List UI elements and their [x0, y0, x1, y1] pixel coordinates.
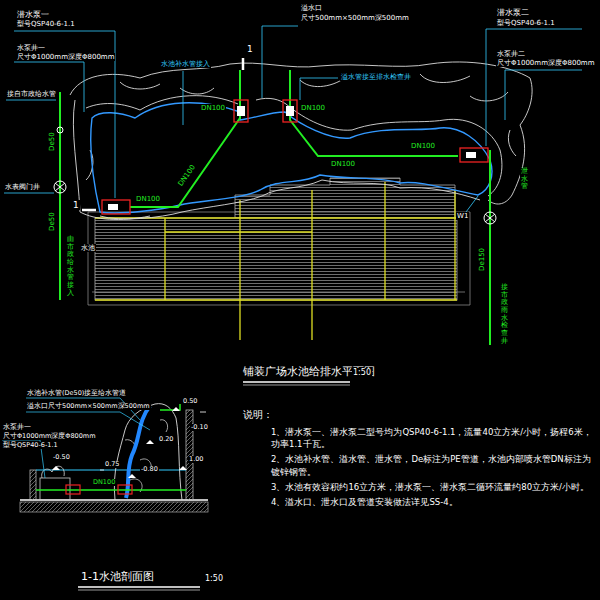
drawing-label: De50 — [48, 211, 56, 232]
pump-icons — [108, 106, 476, 210]
drawing-label: 尺寸Φ1000mm深度Φ800mm — [2, 433, 97, 440]
drawing-label: DN100 — [135, 195, 161, 203]
drawing-label: 型号QSP40-6-1.1 — [16, 20, 76, 28]
drawing-label: DN100 — [410, 142, 436, 150]
vertical-label: 接市政雨水检查井 — [500, 284, 509, 346]
drawing-label: 水池 — [80, 244, 96, 252]
drawing-label: De150 — [478, 247, 486, 272]
note-text: 4、溢水口、泄水口及管道安装做法详见SS-4。 — [271, 496, 595, 508]
notes-block: 说明： 1、潜水泵一、潜水泵二型号均为QSP40-6-1.1，流量40立方米/小时… — [243, 408, 595, 512]
drawing-label: 1.00 — [188, 456, 204, 463]
notes-heading: 说明： — [243, 408, 595, 422]
rock-outline — [70, 62, 532, 220]
pipe-lines — [60, 70, 490, 345]
paving-area — [88, 178, 470, 340]
drawing-label: 型号QSP40-6-1.1 — [496, 19, 556, 27]
drawing-label: DN100 — [200, 104, 226, 112]
drawing-label: 水泵井一 — [2, 424, 32, 431]
note-text: 2、水池补水管、溢水管、泄水管，De标注为PE管道，水池内部喷水管DN标注为镀锌… — [271, 453, 595, 478]
pump-boxes — [102, 100, 488, 214]
drawing-label: 水泵井一 — [16, 44, 46, 52]
drawing-label: 1:50 — [352, 368, 372, 377]
drawing-label: 型号QSP40-6-1.1 — [2, 442, 59, 449]
drawing-label: 尺寸Φ1000mm深度Φ800mm — [16, 53, 115, 61]
vertical-label: 由市政给水管接入 — [66, 236, 75, 298]
drawing-label: DN100 — [92, 479, 116, 486]
drawing-label: 水表阀门井 — [4, 183, 41, 191]
drawing-label: 0.20 — [158, 436, 174, 443]
drawing-label: 1 — [72, 200, 80, 210]
drawing-label: DN100 — [300, 104, 326, 112]
drawing-label: 1-1水池剖面图 — [80, 571, 155, 584]
leader-lines — [4, 26, 582, 212]
drawing-label: -0.10 — [190, 424, 209, 431]
drawing-label: 1:50 — [204, 574, 224, 583]
drawing-label: 1 — [246, 44, 254, 54]
drawing-label: 水池补水管(De50)接至给水管道 — [26, 390, 127, 397]
drawing-label: De50 — [48, 131, 56, 152]
drawing-label: -0.80 — [140, 466, 159, 473]
section-drawing — [2, 398, 208, 512]
drawing-label: 水池补水管接入 — [160, 60, 211, 68]
drawing-label: 潜水泵二 — [496, 8, 530, 17]
note-text: 1、潜水泵一、潜水泵二型号均为QSP40-6-1.1，流量40立方米/小时，扬程… — [271, 426, 595, 451]
drawing-label: 0.50 — [182, 398, 198, 405]
pool-water-edge — [91, 103, 492, 213]
drawing-label: 接自市政给水管 — [6, 90, 57, 98]
drawing-label: -0.50 — [52, 454, 71, 461]
drawing-label: 溢水口 — [300, 4, 323, 12]
valve-symbols — [54, 127, 496, 224]
vertical-label: 泄水管 — [520, 168, 529, 191]
section-markers — [82, 58, 243, 210]
drawing-label: 尺寸500mm×500mm深500mm — [300, 14, 410, 22]
drawing-label: 0.75 — [104, 461, 120, 468]
drawing-label: 溢水口尺寸500mm×500mm深500mm — [26, 403, 151, 410]
note-text: 3、水池有效容积约16立方米，潜水泵一、潜水泵二循环流量约80立方米/小时。 — [271, 481, 595, 493]
drawing-label: DN100 — [330, 160, 356, 168]
drawing-label: 水泵井二 — [496, 50, 526, 58]
drawing-label: 尺寸Φ1000mm深度Φ800mm — [496, 59, 595, 67]
drawing-label: W1 — [456, 212, 469, 220]
drawing-label: 溢水管接至排水检查井 — [340, 73, 412, 81]
drawing-label: 潜水泵一 — [16, 10, 50, 19]
